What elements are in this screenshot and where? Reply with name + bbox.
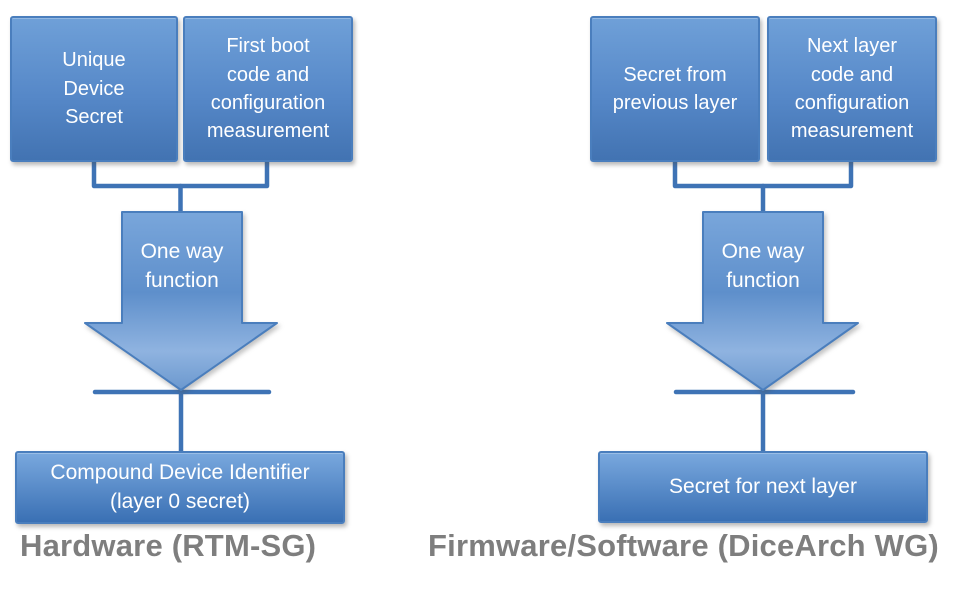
secret-from-previous-layer-label: Secret from previous layer [612,63,738,114]
compound-device-identifier-label: Compound Device Identifier (layer 0 secr… [50,461,310,513]
left-one-way-function-label: One way function [140,239,224,292]
secret-for-next-layer-box: Secret for next layer [598,451,928,523]
right-merge-bracket [672,158,854,189]
secret-from-previous-layer-box: Secret from previous layer [590,16,760,162]
left-merge-bracket [91,158,270,189]
secret-for-next-layer-label: Secret for next layer [669,474,857,498]
left-one-way-arrow-shape [84,211,278,391]
firmware-software-caption: Firmware/Software (DiceArch WG) [428,528,939,563]
unique-device-secret-box: Unique Device Secret [10,16,178,162]
next-layer-code-box: Next layer code and configuration measur… [767,16,937,162]
right-one-way-function-label: One way function [721,239,805,292]
first-boot-code-label: First boot code and configuration measur… [206,35,330,143]
next-layer-code-label: Next layer code and configuration measur… [790,35,914,143]
unique-device-secret-label: Unique Device Secret [62,49,126,129]
compound-device-identifier-box: Compound Device Identifier (layer 0 secr… [15,451,345,524]
hardware-caption: Hardware (RTM-SG) [20,528,317,563]
right-one-way-arrow-shape [666,211,859,391]
first-boot-code-box: First boot code and configuration measur… [183,16,353,162]
